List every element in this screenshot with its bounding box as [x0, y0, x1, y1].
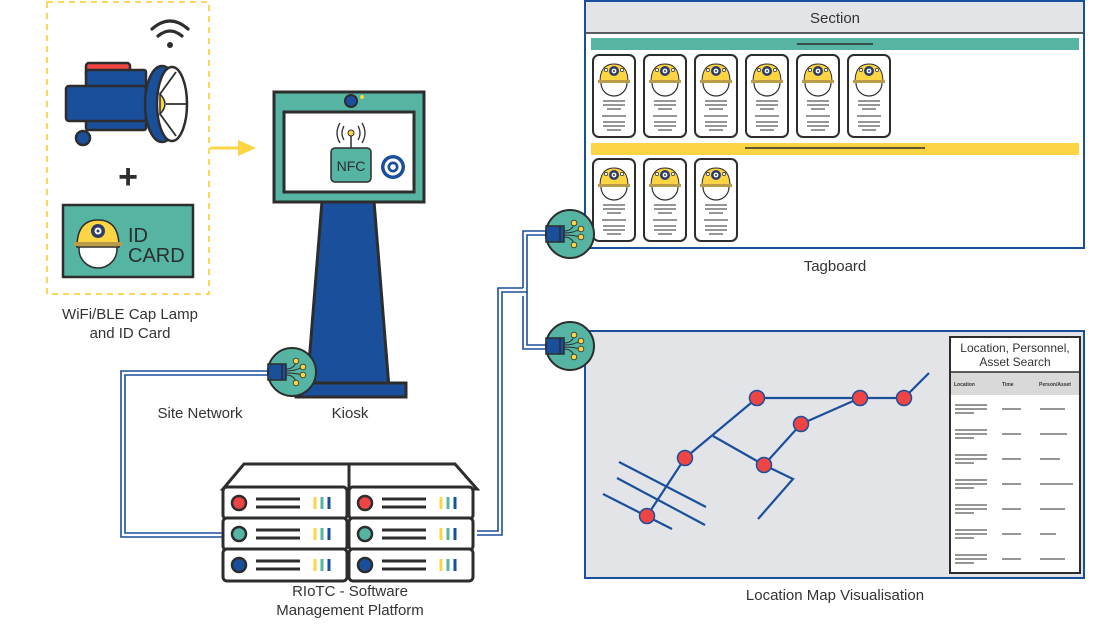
- server-status-light: [230, 556, 248, 574]
- target-icon: [381, 155, 405, 179]
- site-network-label: Site Network: [157, 405, 243, 422]
- map-location-node: [851, 389, 869, 407]
- personnel-tag-card: [745, 54, 789, 138]
- nfc-antenna-icon: NFC: [330, 122, 372, 183]
- search-result-row: [955, 429, 1067, 439]
- site-network-cables: [120, 230, 548, 538]
- map-location-node: [755, 456, 773, 474]
- server-label-line1: RIoTC - Software: [292, 583, 408, 600]
- cable-server-to-panels: [477, 234, 548, 536]
- server-status-light: [356, 494, 374, 512]
- personnel-tag-card: [694, 158, 738, 242]
- plus-sign: +: [118, 158, 138, 196]
- kiosk-network-connector-icon: [267, 347, 317, 397]
- location-map-label: Location Map Visualisation: [745, 587, 925, 604]
- search-result-row: [955, 454, 1060, 464]
- personnel-tag-card: [592, 158, 636, 242]
- map-location-node: [638, 507, 656, 525]
- nfc-text: NFC: [337, 158, 366, 174]
- search-panel: Location, Personnel, Asset Search Locati…: [949, 336, 1081, 574]
- cable-kiosk-to-server: [120, 370, 268, 538]
- map-location-node: [895, 389, 913, 407]
- personnel-tag-card: [592, 54, 636, 138]
- column-header-time: Time: [1002, 382, 1014, 388]
- map-network-connector-icon: [545, 321, 595, 371]
- tagboard-network-connector-icon: [545, 209, 595, 259]
- cap-lamp-icon: [64, 61, 189, 147]
- server-rack-icon: [219, 462, 481, 583]
- id-card-icon: ID CARD: [61, 203, 195, 279]
- server-label: RIoTC - Software Management Platform: [240, 582, 460, 620]
- location-map-panel: Location, Personnel, Asset Search Locati…: [584, 330, 1085, 579]
- personnel-tag-card: [796, 54, 840, 138]
- personnel-tag-card: [694, 54, 738, 138]
- devices-group: + ID CARD: [46, 1, 256, 295]
- devices-label: WiFi/BLE Cap Lamp and ID Card: [40, 305, 220, 343]
- devices-label-line2: and ID Card: [89, 325, 171, 342]
- search-panel-title-line1: Location, Personnel,: [960, 341, 1069, 355]
- camera-icon: [344, 94, 358, 108]
- map-route-lines: [602, 372, 930, 530]
- id-card-text-line2: CARD: [128, 245, 185, 267]
- search-result-row: [955, 529, 1056, 539]
- tag-group-bar-yellow: [591, 143, 1079, 155]
- personnel-tag-card: [847, 54, 891, 138]
- tagboard-label: Tagboard: [803, 258, 867, 275]
- search-result-row: [955, 504, 1065, 514]
- devices-label-line1: WiFi/BLE Cap Lamp: [62, 306, 198, 323]
- server-status-light: [230, 525, 248, 543]
- personnel-tag-card: [643, 158, 687, 242]
- search-result-row: [955, 404, 1065, 414]
- map-location-node: [676, 449, 694, 467]
- personnel-tag-card: [643, 54, 687, 138]
- tagboard-panel: Section: [584, 0, 1085, 249]
- kiosk-label: Kiosk: [331, 405, 369, 422]
- tagboard-section-header: Section: [810, 10, 860, 27]
- search-result-row: [955, 479, 1073, 489]
- map-location-node: [748, 389, 766, 407]
- id-card-text-line1: ID: [128, 225, 148, 247]
- server-status-light: [356, 525, 374, 543]
- map-location-node: [792, 415, 810, 433]
- column-header-location: Location: [954, 382, 975, 388]
- search-result-row: [955, 554, 1065, 564]
- wifi-icon: [150, 19, 190, 48]
- kiosk-icon: NFC: [272, 90, 426, 399]
- search-panel-title-line2: Asset Search: [979, 355, 1050, 369]
- server-status-light: [356, 556, 374, 574]
- server-label-line2: Management Platform: [276, 602, 424, 619]
- server-status-light: [230, 494, 248, 512]
- arrow-right-icon: [210, 140, 256, 156]
- dashed-group-border: [46, 1, 210, 295]
- column-header-person-asset: Person/Asset: [1039, 382, 1071, 388]
